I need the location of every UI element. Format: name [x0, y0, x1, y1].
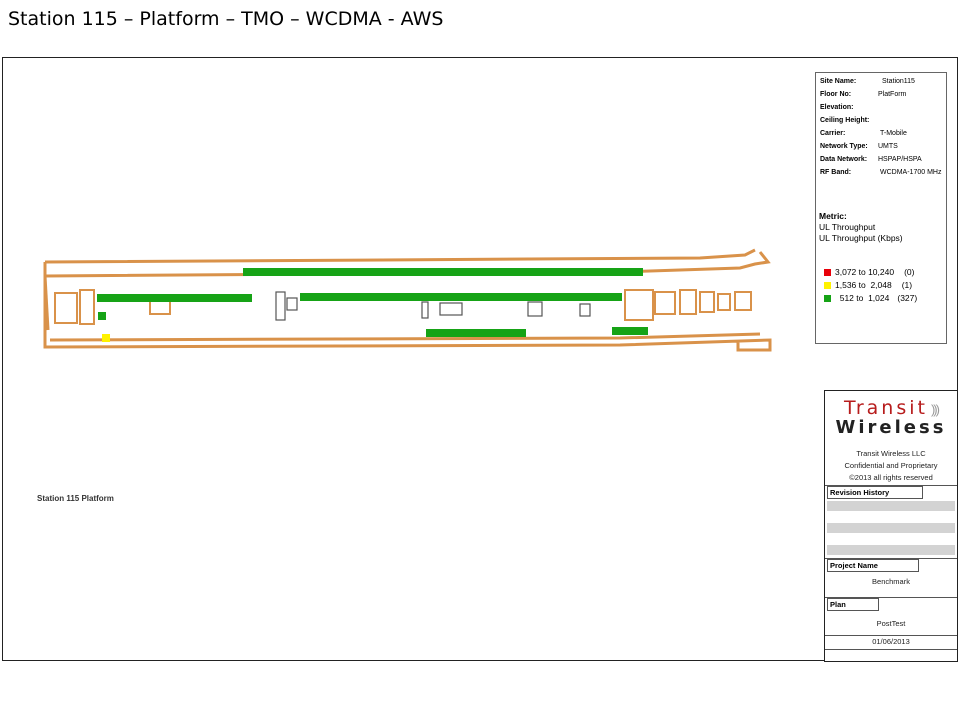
- divider: [825, 597, 957, 598]
- platform-rooms: [54, 289, 752, 325]
- legend-count: (1): [901, 280, 913, 290]
- legend-count: (327): [897, 293, 918, 303]
- info-row-elevation: Elevation:: [820, 104, 854, 111]
- divider: [825, 485, 957, 486]
- platform-objects: [275, 291, 591, 321]
- legend-range: 1,536 to 2,048: [835, 280, 892, 290]
- project-name-label: Project Name: [827, 559, 919, 572]
- project-name-value: Benchmark: [872, 577, 910, 586]
- info-row-data-network: Data Network:HSPAP/HSPA: [820, 156, 922, 163]
- metric-line-1: UL Throughput: [819, 222, 876, 232]
- info-row-ceiling-height: Ceiling Height:: [820, 117, 870, 124]
- revision-row: [827, 501, 955, 511]
- legend-swatch-yellow: [824, 282, 831, 290]
- revision-history-label: Revision History: [827, 486, 923, 499]
- logo-wireless-text: Wireless: [835, 417, 947, 438]
- platform-walls: [43, 248, 772, 352]
- metric-block: Metric: UL Throughput UL Throughput (Kbp…: [819, 211, 903, 244]
- plan-label: Station 115 Platform: [37, 494, 114, 503]
- legend-row-low: 512 to 1,024 (327): [824, 293, 917, 303]
- plan-name-label: Plan: [827, 598, 879, 611]
- legend-count: (0): [904, 267, 915, 277]
- legend-box: Site Name:Station115 Floor No:PlatForm E…: [815, 72, 947, 344]
- revision-row: [827, 545, 955, 555]
- logo-transit-text: Transit: [844, 397, 928, 419]
- revision-row: [827, 523, 955, 533]
- title-block: Transit))) Wireless Transit Wireless LLC…: [824, 390, 958, 662]
- plan-date: 01/06/2013: [872, 637, 910, 646]
- info-row-network-type: Network Type:UMTS: [820, 143, 898, 150]
- legend-row-mid: 1,536 to 2,048 (1): [824, 280, 912, 290]
- info-row-site-name: Site Name:Station115: [820, 78, 915, 85]
- info-row-rf-band: RF Band:WCDMA-1700 MHz: [820, 169, 942, 176]
- legend-swatch-red: [824, 269, 831, 277]
- legend-range: 512 to 1,024: [835, 293, 890, 303]
- plan-name-value: PostTest: [876, 619, 906, 628]
- info-row-floor-no: Floor No:PlatForm: [820, 91, 907, 98]
- confidential-note: Confidential and Proprietary: [844, 461, 938, 470]
- drawing-frame: [2, 57, 958, 661]
- metric-line-2: UL Throughput (Kbps): [819, 233, 903, 243]
- legend-swatch-green: [824, 295, 831, 303]
- divider: [825, 635, 957, 636]
- signal-waves-icon: ))): [930, 402, 940, 417]
- legend-range: 3,072 to 10,240: [835, 267, 895, 277]
- coverage-green: [97, 268, 648, 337]
- info-row-carrier: Carrier:T-Mobile: [820, 130, 907, 137]
- coverage-yellow: [102, 334, 110, 342]
- metric-heading: Metric:: [819, 211, 847, 221]
- divider: [825, 649, 957, 650]
- legend-row-high: 3,072 to 10,240 (0): [824, 267, 914, 277]
- copyright-note: ©2013 all rights reserved: [849, 473, 933, 482]
- transit-wireless-logo: Transit))) Wireless: [825, 397, 957, 438]
- slide-title: Station 115 – Platform – TMO – WCDMA - A…: [8, 8, 444, 30]
- divider: [825, 558, 957, 559]
- company-name: Transit Wireless LLC: [856, 449, 926, 458]
